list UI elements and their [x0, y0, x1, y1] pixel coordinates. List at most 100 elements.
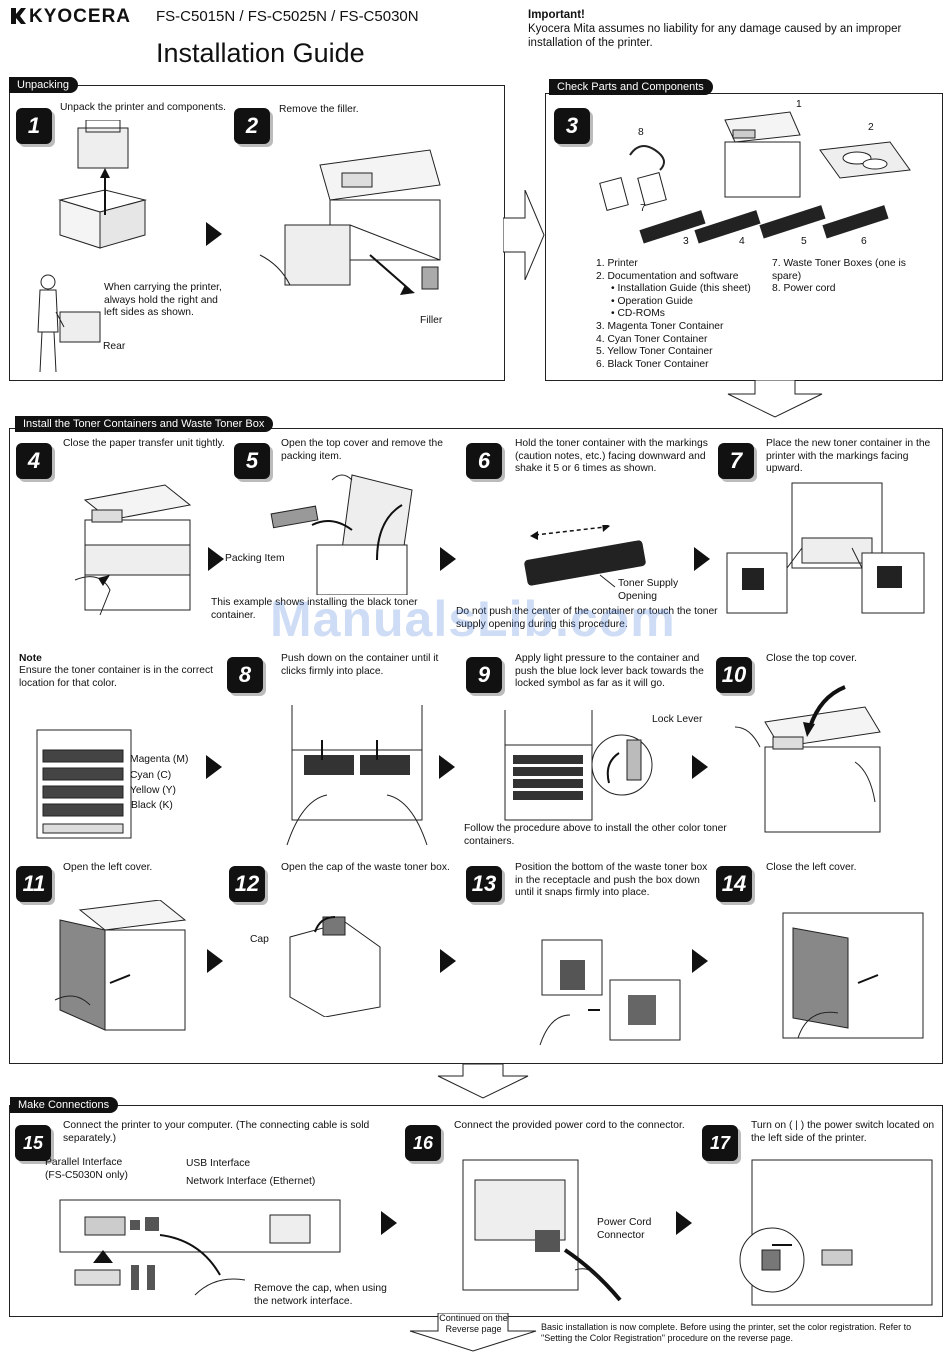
step-11-text: Open the left cover. [63, 862, 153, 873]
install-toner-tag: Install the Toner Containers and Waste T… [15, 416, 274, 432]
step-5-text: Open the top cover and remove the packin… [281, 438, 443, 462]
place-toner-illustration [726, 482, 925, 614]
part-item: 6. Black Toner Container [596, 358, 709, 370]
continued-label: Continued on the Reverse page [439, 1313, 508, 1334]
step-4-number: 4 [16, 443, 52, 479]
model-numbers: FS-C5015N / FS-C5025N / FS-C5030N [156, 8, 419, 25]
step-arrow [692, 755, 708, 779]
step-5-example: This example shows installing the black … [211, 597, 418, 621]
step-5-number: 5 [234, 443, 270, 479]
remove-filler-illustration [259, 149, 441, 295]
part-subitem: • Installation Guide (this sheet) [611, 283, 751, 295]
packing-item-label: Packing Item [225, 553, 285, 564]
page-title: Installation Guide [156, 38, 365, 68]
callout-5: 5 [801, 236, 807, 247]
connections-tag: Make Connections [10, 1097, 119, 1113]
interfaces-illustration [59, 1199, 341, 1296]
step-9-text: Apply light pressure to the container an… [515, 653, 704, 689]
lock-lever-label: Lock Lever [652, 714, 703, 725]
step-12-number: 12 [229, 866, 265, 902]
step-16-text: Connect the provided power cord to the c… [454, 1120, 685, 1131]
network-interface-label: Network Interface (Ethernet) [186, 1176, 316, 1187]
callout-8: 8 [638, 127, 644, 138]
important-text: Kyocera Mita assumes no liability for an… [528, 23, 902, 49]
section-arrow-right [503, 190, 545, 280]
part-item: 4. Cyan Toner Container [596, 333, 708, 345]
unpack-box-illustration [58, 120, 147, 249]
step-15-number: 15 [15, 1125, 51, 1161]
part-item: 1. Printer [596, 258, 638, 269]
part-item: 7. Waste Toner Boxes (one is spare) [772, 258, 906, 282]
step-arrow [381, 1211, 397, 1235]
important-notice: Important! Kyocera Mita assumes no liabi… [528, 8, 928, 50]
step-6-caution: Do not push the center of the container … [456, 606, 718, 630]
step-12-text: Open the cap of the waste toner box. [281, 862, 450, 873]
step-16-number: 16 [405, 1125, 441, 1161]
important-title: Important! [528, 9, 585, 21]
shake-toner-illustration [524, 525, 646, 588]
black-label: Black (K) [131, 800, 173, 811]
parts-list-right: 7. Waste Toner Boxes (one is spare) 8. P… [772, 258, 922, 296]
step-arrow [439, 755, 455, 779]
step-arrow [207, 949, 223, 973]
step-11-number: 11 [16, 866, 52, 902]
step-4-text: Close the paper transfer unit tightly. [63, 438, 225, 449]
step-7-number: 7 [718, 443, 754, 479]
parallel-interface-label: Parallel Interface (FS-C5030N only) [45, 1157, 128, 1181]
cap-label: Cap [250, 934, 269, 945]
part-item: 5. Yellow Toner Container [596, 346, 713, 358]
usb-interface-label: USB Interface [186, 1158, 251, 1169]
step-1-note: When carrying the printer, always hold t… [104, 282, 222, 318]
note-text: Ensure the toner container is in the cor… [19, 665, 214, 689]
step-arrow [692, 949, 708, 973]
parts-list-left: 1. Printer 2. Documentation and software… [596, 258, 751, 371]
waste-toner-box-illustration [289, 916, 381, 1017]
step-10-text: Close the top cover. [766, 653, 858, 664]
step-13-text: Position the bottom of the waste toner b… [515, 862, 708, 898]
step-17-text: Turn on ( | ) the power switch located o… [751, 1120, 935, 1144]
step-arrow [440, 949, 456, 973]
step-10-number: 10 [716, 657, 752, 693]
installation-complete-text: Basic installation is now complete. Befo… [541, 1322, 912, 1343]
step-2-number: 2 [234, 108, 270, 144]
step-17-number: 17 [702, 1125, 738, 1161]
step-arrow [440, 547, 456, 571]
step-arrow [676, 1211, 692, 1235]
step-9-number: 9 [466, 657, 502, 693]
callout-2: 2 [868, 122, 874, 133]
lock-lever-illustration [504, 710, 653, 821]
check-parts-tag: Check Parts and Components [549, 79, 713, 95]
watermark: ManualsLib.com [270, 591, 676, 647]
step-1-number: 1 [16, 108, 52, 144]
step-13-number: 13 [466, 866, 502, 902]
step-14-text: Close the left cover. [766, 862, 857, 873]
note-title: Note [19, 653, 42, 664]
section-arrow-down [727, 380, 823, 418]
step-8-number: 8 [227, 657, 263, 693]
step-15-text: Connect the printer to your computer. (T… [63, 1120, 370, 1144]
power-cord-connector-label: Power Cord Connector [597, 1217, 652, 1241]
part-subitem: • Operation Guide [611, 295, 694, 307]
printer-front-illustration [74, 484, 192, 616]
step-6-text: Hold the toner container with the markin… [515, 438, 708, 474]
push-toner-illustration [286, 705, 428, 846]
toner-supply-label: Toner Supply Opening [618, 578, 679, 602]
power-switch-illustration [739, 1159, 933, 1306]
section-arrow-down [437, 1064, 529, 1099]
rear-label: Rear [103, 341, 126, 352]
step-arrow [206, 222, 222, 246]
step-arrow [208, 547, 224, 571]
part-item: 8. Power cord [772, 283, 836, 295]
insert-waste-box-illustration [539, 939, 681, 1046]
step-14-number: 14 [716, 866, 752, 902]
callout-4: 4 [739, 236, 745, 247]
callout-1: 1 [796, 99, 802, 110]
step-9-follow: Follow the procedure above to install th… [464, 823, 727, 847]
kyocera-logo-icon [11, 8, 26, 24]
parts-illustration [599, 111, 911, 244]
step-6-number: 6 [466, 443, 502, 479]
brand-logo: KYOCERA [10, 6, 131, 28]
close-top-cover-illustration [735, 685, 881, 833]
continued-arrow [409, 1313, 537, 1352]
unpacking-tag: Unpacking [9, 77, 78, 93]
